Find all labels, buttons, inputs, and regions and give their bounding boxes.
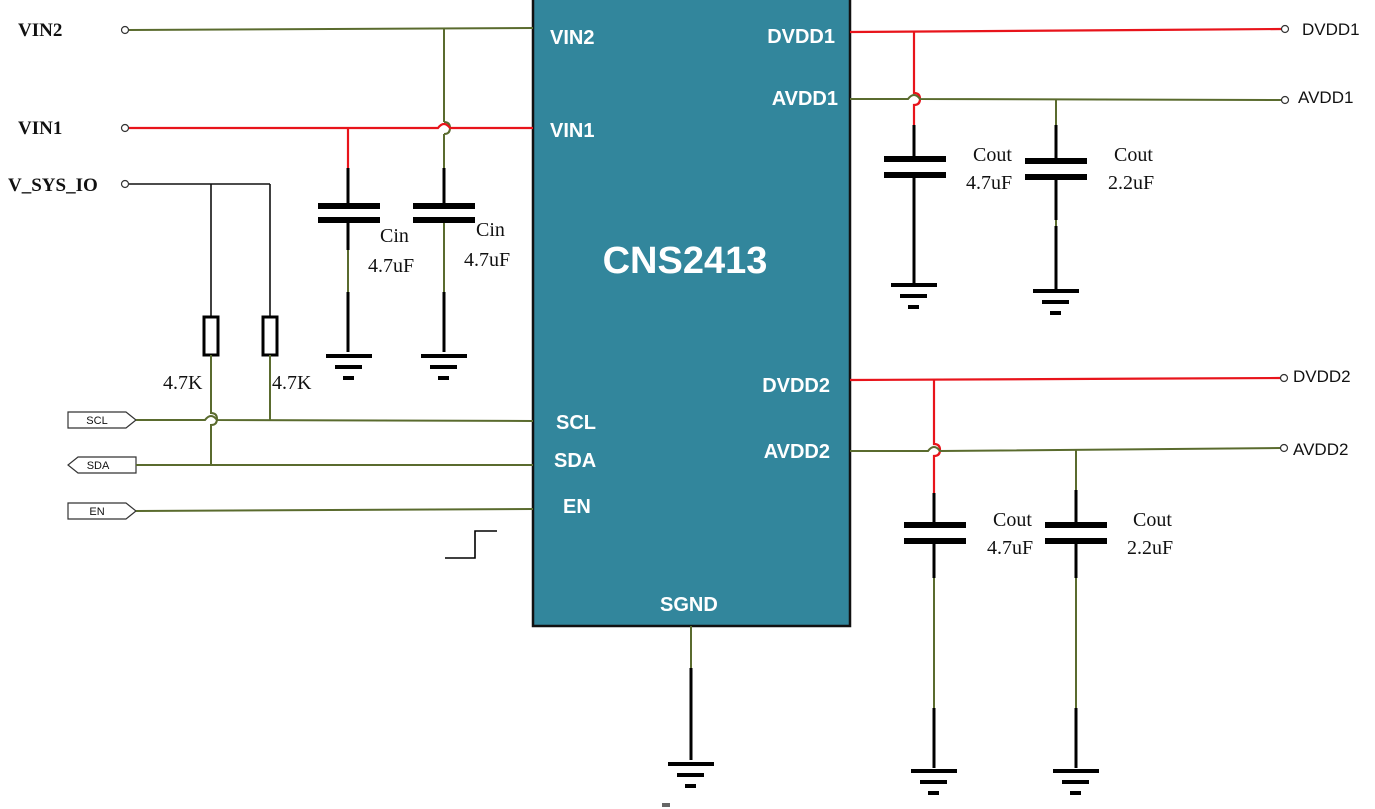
port-en — [67, 502, 137, 520]
step-waveform-icon — [445, 530, 497, 559]
wire-dvdd1 — [849, 27, 1284, 125]
wire-dvdd2 — [849, 376, 1282, 493]
wire-r1-sda — [210, 355, 219, 464]
ground-icon — [326, 354, 372, 380]
cin-1-value: 4.7uF — [368, 255, 414, 277]
resistor-r2 — [261, 315, 279, 357]
net-label-dvdd2: DVDD2 — [1293, 367, 1351, 386]
capacitor-cin-2 — [413, 168, 475, 352]
wire-en — [135, 508, 534, 512]
chip-name: CNS2413 — [603, 240, 768, 282]
pin-dvdd1-label: DVDD1 — [767, 26, 835, 48]
pin-sda-label: SDA — [554, 450, 596, 472]
pin-vin1-label: VIN1 — [550, 120, 594, 142]
net-label-dvdd1: DVDD1 — [1302, 20, 1360, 39]
wire-vin1 — [129, 122, 533, 170]
terminal-avdd1 — [1280, 95, 1290, 105]
pin-sgnd-label: SGND — [660, 594, 718, 616]
pin-en-label: EN — [563, 496, 591, 518]
capacitor-cout-2 — [1025, 125, 1087, 290]
net-label-vin1: VIN1 — [18, 118, 62, 139]
capacitor-cout-4 — [1045, 490, 1107, 768]
cout-1-name: Cout — [973, 144, 1012, 166]
ground-icon — [911, 769, 957, 795]
port-sda — [67, 456, 137, 474]
chip-body — [531, 0, 852, 628]
terminal-v-sys-io — [120, 179, 130, 189]
cout-4-value: 2.2uF — [1127, 537, 1173, 559]
terminal-vin2 — [120, 25, 130, 35]
terminal-vin1 — [120, 123, 130, 133]
capacitor-cin-1 — [318, 168, 380, 352]
terminal-avdd2 — [1279, 443, 1289, 453]
port-sda-label: SDA — [87, 460, 110, 472]
wire-v-sys-io — [129, 183, 271, 317]
ground-icon — [891, 283, 937, 309]
net-label-vin2: VIN2 — [18, 20, 62, 41]
cin-1-name: Cin — [380, 225, 409, 247]
resistor-r2-value: 4.7K — [272, 372, 312, 394]
terminal-dvdd1 — [1280, 24, 1290, 34]
net-label-avdd1: AVDD1 — [1298, 88, 1353, 107]
ground-icon — [1033, 289, 1079, 315]
terminal-dvdd2 — [1279, 373, 1289, 383]
wire-avdd2 — [850, 446, 1282, 490]
capacitor-cout-1 — [884, 125, 946, 284]
net-label-avdd2: AVDD2 — [1293, 440, 1348, 459]
wire-scl — [136, 415, 534, 422]
cout-2-name: Cout — [1114, 144, 1153, 166]
resistor-r1 — [202, 315, 220, 357]
port-scl-label: SCL — [86, 415, 107, 427]
wire-avdd1 — [850, 94, 1283, 125]
small-mark — [662, 803, 670, 807]
capacitor-cout-3 — [904, 493, 966, 768]
pin-avdd1-label: AVDD1 — [772, 88, 838, 110]
pin-dvdd2-label: DVDD2 — [762, 375, 830, 397]
pin-vin2-label: VIN2 — [550, 27, 594, 49]
resistor-r1-value: 4.7K — [163, 372, 203, 394]
ground-icon — [668, 762, 714, 788]
pin-scl-label: SCL — [556, 412, 596, 434]
net-label-v-sys-io: V_SYS_IO — [8, 175, 98, 196]
cout-3-value: 4.7uF — [987, 537, 1033, 559]
ground-icon — [1053, 769, 1099, 795]
cout-2-value: 2.2uF — [1108, 172, 1154, 194]
port-en-label: EN — [89, 506, 104, 518]
port-scl — [67, 411, 137, 429]
cin-2-name: Cin — [476, 219, 505, 241]
cout-1-value: 4.7uF — [966, 172, 1012, 194]
ground-icon — [421, 354, 467, 380]
pin-avdd2-label: AVDD2 — [764, 441, 830, 463]
cout-4-name: Cout — [1133, 509, 1172, 531]
cout-3-name: Cout — [993, 509, 1032, 531]
cin-2-value: 4.7uF — [464, 249, 510, 271]
